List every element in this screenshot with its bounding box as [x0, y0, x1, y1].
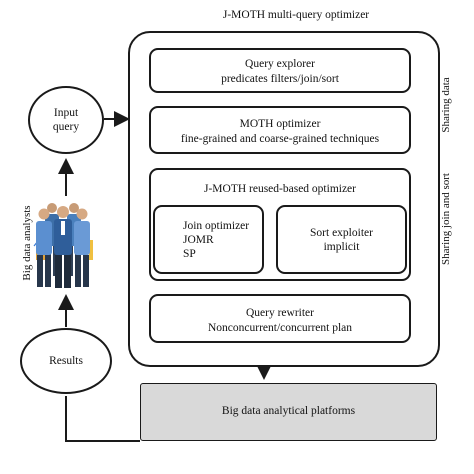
query-rewriter-plan: Nonconcurrent/concurrent plan: [207, 322, 352, 334]
moth-optimizer-box: MOTH optimizer fine-grained and coarse-g…: [149, 106, 411, 154]
query-explorer-box: Query explorer predicates filters/join/s…: [149, 48, 411, 93]
input-query-line1: Input: [53, 107, 79, 119]
analytical-platforms-label: Big data analytical platforms: [221, 405, 356, 417]
analysts-label: Big data analysts: [21, 205, 33, 281]
sharing-join-sort-label: Sharing join and sort: [440, 173, 452, 265]
line-platforms-to-results: [65, 396, 140, 442]
optimizer-title: J-MOTH multi-query optimizer: [222, 9, 370, 21]
sharing-data-label: Sharing data: [440, 77, 452, 133]
query-rewriter-title: Query rewriter: [245, 307, 314, 319]
sort-exploiter-title: Sort exploiter: [310, 227, 373, 239]
join-optimizer-jomr: JOMR: [183, 234, 214, 246]
join-optimizer-box: Join optimizer JOMR SP: [153, 205, 264, 274]
moth-optimizer-subtitle: fine-grained and coarse-grained techniqu…: [180, 133, 380, 145]
query-explorer-subtitle: predicates filters/join/sort: [221, 73, 339, 85]
reused-optimizer-title: J-MOTH reused-based optimizer: [203, 183, 356, 195]
query-explorer-title: Query explorer: [245, 58, 315, 70]
query-rewriter-box: Query rewriter Nonconcurrent/concurrent …: [149, 294, 411, 343]
input-query-line2: query: [52, 121, 80, 133]
join-optimizer-sp: SP: [183, 248, 196, 260]
analytical-platforms-box: Big data analytical platforms: [140, 383, 437, 441]
input-query-node: Input query: [28, 86, 104, 154]
sort-exploiter-mode: implicit: [323, 241, 360, 253]
join-optimizer-title: Join optimizer: [183, 220, 250, 232]
results-node: Results: [20, 328, 112, 394]
moth-optimizer-title: MOTH optimizer: [239, 118, 321, 130]
results-label: Results: [49, 355, 83, 367]
sort-exploiter-box: Sort exploiter implicit: [276, 205, 407, 274]
